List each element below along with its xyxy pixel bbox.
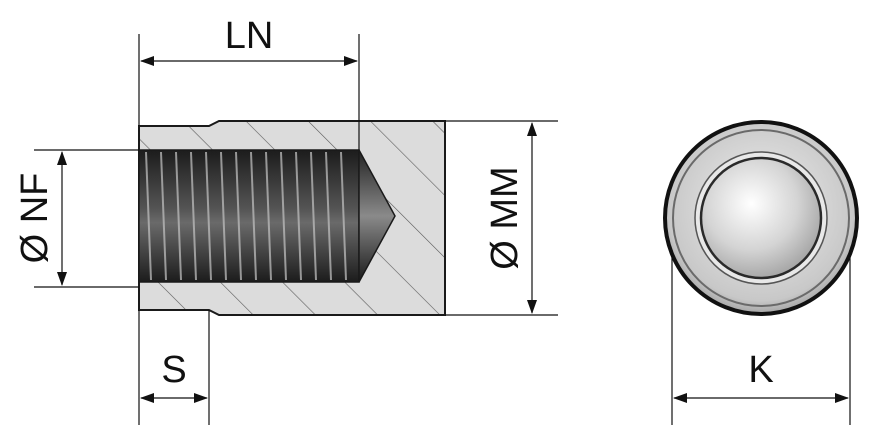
thread-line [325,151,332,281]
thread-line [280,151,287,281]
section-view [138,120,446,316]
dimension-nf: Ø NF [14,149,139,288]
thread-line [235,151,242,281]
dimension-k: K [671,250,851,425]
thread-line [145,151,152,281]
threaded-bore [138,149,396,283]
label-mm: Ø MM [484,166,526,269]
thread-line [220,151,227,281]
dimension-mm: Ø MM [445,120,558,316]
thread-line [160,151,167,281]
thread-line [310,151,317,281]
dimension-s: S [138,310,210,425]
thread-line [250,151,257,281]
thread-line [175,151,182,281]
thread-line [190,151,197,281]
label-k: K [748,349,773,391]
thread-line [205,151,212,281]
dimension-ln: LN [138,15,360,150]
thread-line [340,151,347,281]
end-view [663,120,859,316]
thread-line [265,151,272,281]
label-ln: LN [225,15,274,57]
label-nf: Ø NF [14,173,56,264]
thread-line [295,151,302,281]
label-s: S [161,349,186,391]
